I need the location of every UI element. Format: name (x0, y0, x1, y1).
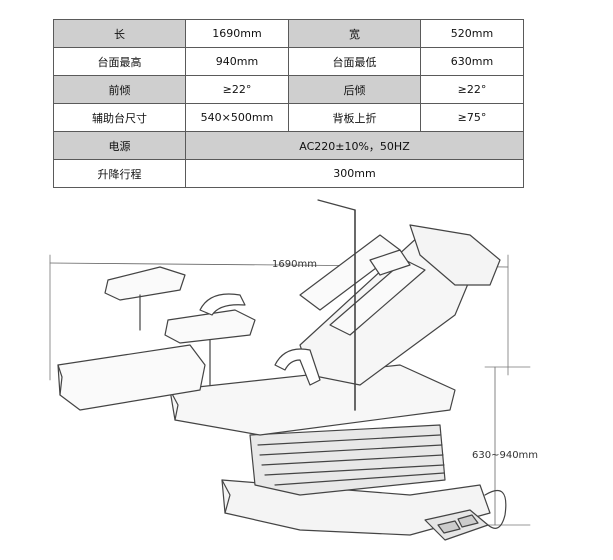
spec-value: ≥22° (420, 75, 524, 104)
bellows-column (249, 424, 446, 496)
spec-value: 540×500mm (185, 103, 289, 132)
head-rest (409, 224, 501, 286)
spec-row-height: 台面最高 940mm 台面最低 630mm (53, 47, 524, 76)
spec-value: 1690mm (185, 19, 289, 48)
length-label: 1690mm (272, 259, 317, 270)
spec-label: 后倾 (288, 75, 421, 104)
foot-pedal (424, 490, 507, 541)
hand-grip-right (274, 348, 321, 386)
spec-value: ≥75° (420, 103, 524, 132)
hand-grip-left (199, 293, 246, 316)
spec-label: 辅助台尺寸 (53, 103, 186, 132)
height-label: 630~940mm (472, 450, 538, 461)
spec-label: 前倾 (53, 75, 186, 104)
leg-support-left (104, 266, 186, 301)
spec-row-length: 长 1690mm 宽 520mm (53, 19, 524, 48)
spec-value: 520mm (420, 19, 524, 48)
spec-value: AC220±10%，50HZ (185, 131, 524, 160)
spec-row-aux: 辅助台尺寸 540×500mm 背板上折 ≥75° (53, 103, 524, 132)
spec-label: 台面最高 (53, 47, 186, 76)
spec-value: ≥22° (185, 75, 289, 104)
spec-value: 630mm (420, 47, 524, 76)
leg-support-right (164, 309, 256, 344)
spec-row-tilt: 前倾 ≥22° 后倾 ≥22° (53, 75, 524, 104)
spec-label: 宽 (288, 19, 421, 48)
spec-table: 长 1690mm 宽 520mm 台面最高 940mm 台面最低 630mm 前… (53, 19, 524, 188)
spec-value: 300mm (185, 159, 524, 188)
spec-label: 电源 (53, 131, 186, 160)
spec-label: 背板上折 (288, 103, 421, 132)
spec-row-travel: 升降行程 300mm (53, 159, 524, 188)
spec-label: 长 (53, 19, 186, 48)
spec-label: 台面最低 (288, 47, 421, 76)
spec-row-power: 电源 AC220±10%，50HZ (53, 131, 524, 160)
spec-value: 940mm (185, 47, 289, 76)
chair-drawing: 1690mm 630~940mm (49, 199, 538, 541)
spec-label: 升降行程 (53, 159, 186, 188)
